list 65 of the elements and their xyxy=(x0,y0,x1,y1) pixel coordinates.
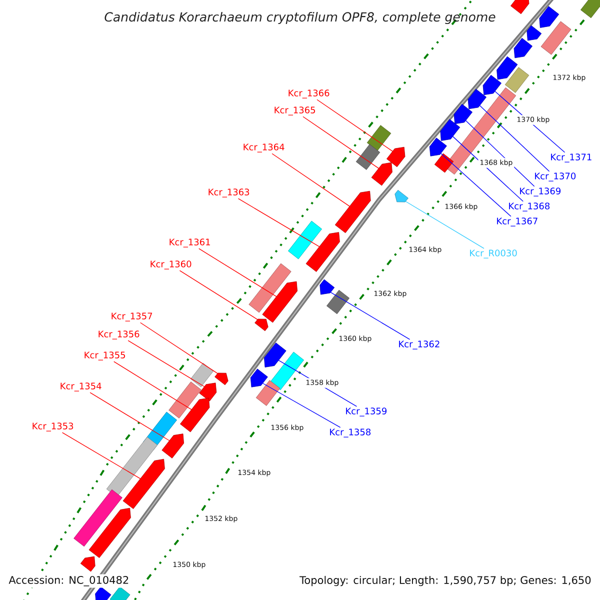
gene-symbol xyxy=(386,146,406,168)
gene-symbol xyxy=(262,281,298,323)
gene-symbol xyxy=(122,458,165,509)
gene-symbol xyxy=(320,279,335,295)
leader-line xyxy=(62,432,141,480)
gene-label: Kcr_1358 xyxy=(330,428,371,438)
leader-line xyxy=(238,198,320,248)
leader-line xyxy=(198,248,277,297)
gene-symbol xyxy=(468,88,486,110)
gene-label: Kcr_1367 xyxy=(497,218,538,226)
gene-symbol xyxy=(334,190,371,234)
gene-label: Kcr_1361 xyxy=(170,238,210,248)
leader-line xyxy=(114,361,192,410)
gene-label: Kcr_1354 xyxy=(60,382,102,392)
gene-symbol xyxy=(394,190,408,202)
gene-symbol xyxy=(199,382,217,402)
gene-label: Kcr_1368 xyxy=(509,202,550,212)
gene-label: Kcr_R0030 xyxy=(470,250,517,258)
title: Candidatus Korarchaeum cryptofilum OPF8, complete genome xyxy=(104,12,496,24)
gene-symbol xyxy=(264,342,286,368)
gene-label: Kcr_1366 xyxy=(288,90,330,98)
gene-symbol xyxy=(371,162,392,186)
gene-symbol xyxy=(306,232,340,272)
leader-line xyxy=(316,99,393,152)
gene-label: Kcr_1363 xyxy=(208,188,250,198)
gene-symbol xyxy=(88,508,131,558)
gene-label: Kcr_1365 xyxy=(274,106,316,116)
leader-line xyxy=(128,340,205,387)
gene-label: Kcr_1370 xyxy=(535,172,576,182)
gene-label: Kcr_1355 xyxy=(84,352,125,360)
leader-line xyxy=(272,153,350,207)
gene-label: Kcr_1360 xyxy=(150,260,192,270)
gene-symbol xyxy=(482,74,502,96)
genome-info-text: Topology: circular; Length: 1,590,757 bp; Genes: 1,650 xyxy=(298,574,593,588)
gene-symbol xyxy=(250,368,268,388)
gene-symbol xyxy=(496,56,518,80)
leader-line xyxy=(140,322,218,374)
leader-line xyxy=(440,153,512,217)
leader-line xyxy=(330,292,410,340)
gene-symbol xyxy=(514,38,532,58)
leader-line xyxy=(405,201,484,249)
gene-symbol xyxy=(162,434,184,458)
gene-symbol xyxy=(526,25,542,41)
gene-symbol xyxy=(429,138,447,156)
gene-label: Kcr_1371 xyxy=(551,154,592,162)
gene-symbol xyxy=(180,398,210,432)
leader-line xyxy=(90,392,170,441)
gene-symbol xyxy=(80,556,96,572)
gene-label: Kcr_1369 xyxy=(520,188,561,196)
accession-text: Accession: NC_010482 xyxy=(7,574,131,588)
gene-label: Kcr_1356 xyxy=(98,330,140,340)
gene-label: Kcr_1364 xyxy=(244,144,284,152)
leader-line xyxy=(302,116,379,169)
gene-symbol xyxy=(454,104,472,124)
leader-line xyxy=(479,105,550,172)
gene-symbol xyxy=(214,372,228,386)
gene-label: Kcr_1353 xyxy=(32,422,74,432)
leader-line xyxy=(179,270,258,320)
gene-label: Kcr_1359 xyxy=(346,408,387,416)
gene-label: Kcr_1357 xyxy=(112,312,152,322)
gene-symbol xyxy=(539,6,560,28)
gene-symbol xyxy=(440,119,460,141)
gene-label: Kcr_1362 xyxy=(399,340,440,350)
gene-symbol xyxy=(254,318,268,332)
leader-line xyxy=(262,382,341,428)
